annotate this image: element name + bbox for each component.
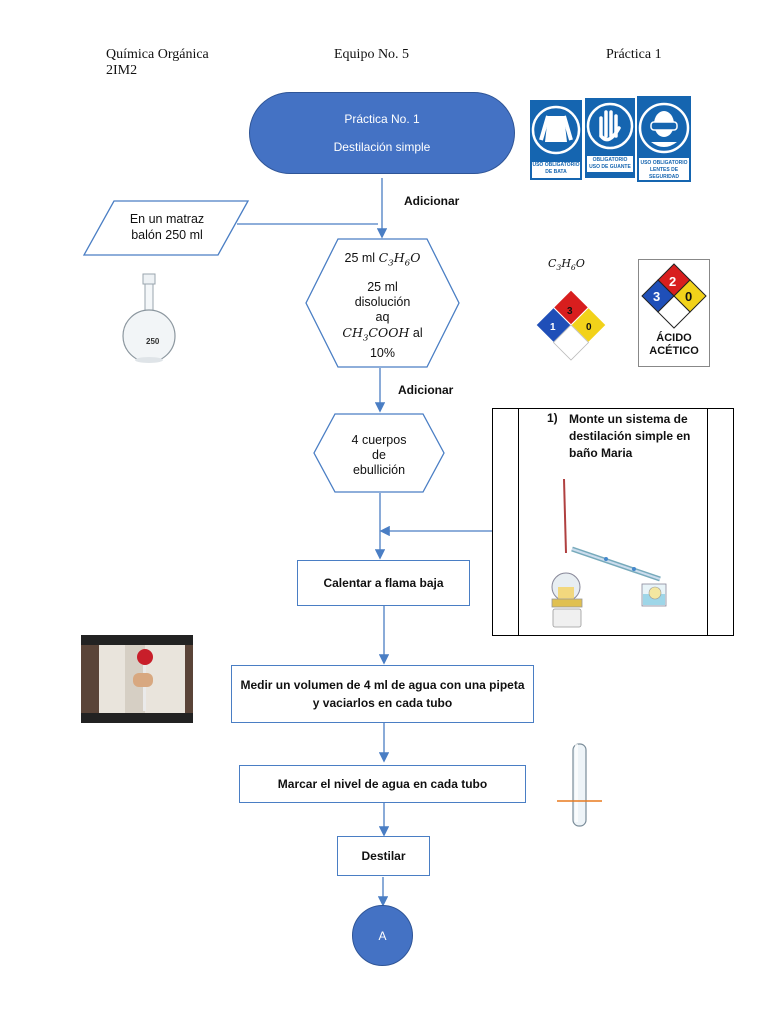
- hex1-acetone-formula: C3H6O: [378, 250, 421, 269]
- nfpa-acetic-reactivity: 0: [685, 289, 692, 304]
- course-line1: Química Orgánica: [106, 47, 209, 62]
- note-line3: baño Maria: [569, 446, 633, 460]
- sign2-text1: OBLIGATORIO: [592, 157, 628, 163]
- note-line2: destilación simple en: [569, 429, 691, 443]
- pipette-photo: [81, 635, 193, 723]
- flask-label: 250: [146, 337, 160, 346]
- hex2-line2: de: [372, 448, 386, 462]
- distill-step: Destilar: [337, 836, 430, 876]
- input-line1: En un matraz: [129, 212, 205, 226]
- mark-step: Marcar el nivel de agua en cada tubo: [239, 765, 526, 803]
- sign3-text1: USO OBLIGATORIO: [640, 160, 688, 166]
- hex2-line1: 4 cuerpos: [351, 433, 407, 447]
- start-terminator: Práctica No. 1 Destilación simple: [249, 92, 515, 174]
- start-subtitle: Destilación simple: [333, 140, 431, 154]
- mark-step-text: Marcar el nivel de agua en cada tubo: [277, 777, 488, 791]
- practice-label: Práctica 1: [606, 47, 662, 62]
- input-parallelogram: En un matraz balón 250 ml: [82, 200, 250, 256]
- add-label-1: Adicionar: [404, 194, 460, 208]
- lab-coat-icon: [530, 100, 582, 180]
- sign2-text2: USO DE GUANTE: [589, 164, 631, 170]
- nfpa-acetic-fire: 2: [669, 274, 676, 289]
- hex1-volume: 25 ml: [344, 251, 376, 265]
- nfpa-small-reactivity: 0: [586, 322, 592, 333]
- heat-step-text: Calentar a flama baja: [323, 576, 444, 590]
- hex1-line6: 10%: [369, 346, 396, 360]
- distillation-apparatus-icon: [551, 479, 667, 628]
- round-flask-image: 250: [118, 272, 182, 366]
- nfpa-acetic-health: 3: [653, 289, 660, 304]
- sign1-text2: DE BATA: [545, 169, 567, 175]
- sign3-text2: LENTES DE SEGURIDAD: [648, 167, 679, 180]
- off-page-connector: A: [352, 905, 413, 966]
- test-tube-icon: [556, 742, 604, 834]
- measure-step-line1: Medir un volumen de 4 ml de agua con una…: [240, 678, 525, 692]
- acetic-acid-sign: 2 3 0 ÁCIDO ACÉTICO: [638, 259, 710, 367]
- acetic-name-line1: ÁCIDO: [656, 332, 692, 344]
- hex1-line3: disolución: [354, 294, 411, 309]
- add-label-2: Adicionar: [398, 383, 454, 397]
- note-line1: Monte un sistema de: [569, 412, 688, 426]
- hex1-line4: aq: [375, 309, 390, 324]
- connector-label: A: [378, 928, 387, 943]
- safety-goggles-icon: [637, 96, 691, 182]
- measure-step: Medir un volumen de 4 ml de agua con una…: [231, 665, 534, 723]
- nfpa-small-fire: 3: [567, 306, 573, 317]
- course-line2: 2IM2: [106, 63, 138, 78]
- hex1-line5-suffix: al: [412, 325, 423, 340]
- nfpa-diamond-acetone: 3 1 0: [534, 288, 608, 362]
- sign1-text1: USO OBLIGATORIO: [532, 162, 580, 168]
- input-line2: balón 250 ml: [131, 228, 203, 242]
- distill-step-text: Destilar: [361, 849, 406, 863]
- hex2-line3: ebullición: [352, 463, 406, 477]
- heat-step: Calentar a flama baja: [297, 560, 470, 606]
- nfpa-small-health: 1: [550, 322, 556, 333]
- reagents-hexagon: 25 ml C3H6O 25 ml disolución aq CH3COOH …: [305, 238, 460, 368]
- course-name: Química Orgánica 2IM2: [106, 47, 209, 79]
- distillation-setup-note: 1) Monte un sistema de destilación simpl…: [492, 408, 734, 636]
- boiling-chips-hexagon: 4 cuerpos de ebullición: [313, 413, 445, 493]
- hex1-acetic-formula: CH3COOH: [342, 324, 410, 344]
- safety-signs-panel: USO OBLIGATORIO DE BATA OBLIGATORIO USO …: [529, 96, 692, 184]
- gloves-icon: [585, 98, 635, 178]
- acetic-name-line2: ACÉTICO: [649, 345, 699, 357]
- start-title: Práctica No. 1: [344, 112, 420, 126]
- measure-step-line2: y vaciarlos en cada tubo: [312, 696, 453, 710]
- team-label: Equipo No. 5: [334, 47, 410, 62]
- nfpa-formula: C3H6O: [548, 257, 585, 273]
- note-number: 1): [547, 411, 558, 425]
- safety-signs-graphic: [529, 96, 692, 184]
- hex1-line2: 25 ml: [367, 279, 398, 294]
